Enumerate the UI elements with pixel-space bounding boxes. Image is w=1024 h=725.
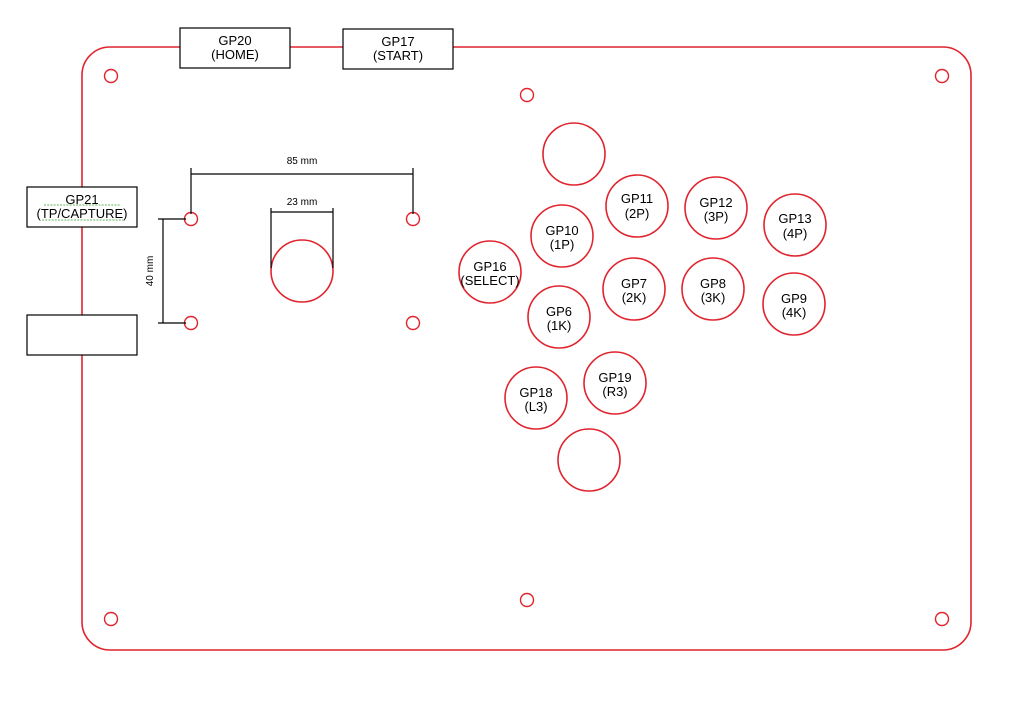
mounting-hole xyxy=(519,87,535,103)
gp16-sub: (SELECT) xyxy=(460,273,519,288)
lever-mount-hole xyxy=(183,315,199,331)
dimension-23mm: 23 mm xyxy=(287,197,318,208)
button-labels: GP11 (2P) GP12 (3P) GP13 (4P) GP10 (1P) … xyxy=(460,191,811,414)
lever-mount-hole xyxy=(405,315,421,331)
home-label-line1: GP20 xyxy=(218,33,251,48)
lever-hole xyxy=(270,239,334,303)
dimension-85mm: 85 mm xyxy=(287,156,318,167)
lever-mount-hole xyxy=(183,211,199,227)
button-gp19 xyxy=(583,351,647,415)
gp7-sub: (2K) xyxy=(622,290,647,305)
button-gp10 xyxy=(530,204,594,268)
dimension-lines xyxy=(158,168,414,324)
gp13-sub: (4P) xyxy=(783,226,808,241)
gp19-label: GP19 xyxy=(598,370,631,385)
gp10-sub: (1P) xyxy=(550,237,575,252)
gp19-sub: (R3) xyxy=(602,384,627,399)
home-label-line2: (HOME) xyxy=(211,47,259,62)
button-gp13 xyxy=(763,193,827,257)
button-gp6 xyxy=(527,285,591,349)
gp18-sub: (L3) xyxy=(524,399,547,414)
gp6-label: GP6 xyxy=(546,304,572,319)
gp11-label: GP11 xyxy=(621,191,653,206)
gp9-label: GP9 xyxy=(781,291,807,306)
gp11-sub: (2P) xyxy=(625,206,650,221)
home-box xyxy=(179,27,291,69)
button-gp18 xyxy=(504,366,568,430)
button-gp8 xyxy=(681,257,745,321)
button-gp11 xyxy=(605,174,669,238)
mounting-hole xyxy=(934,611,950,627)
side-label-boxes xyxy=(26,27,454,356)
gp13-label: GP13 xyxy=(778,211,811,226)
gp18-label: GP18 xyxy=(519,385,552,400)
mounting-hole xyxy=(934,68,950,84)
gp12-sub: (3P) xyxy=(704,209,729,224)
button-bottom-blank xyxy=(557,428,621,492)
button-gp16 xyxy=(458,240,522,304)
mounting-hole xyxy=(519,592,535,608)
capture-label-line2: (TP/CAPTURE) xyxy=(37,206,128,221)
gp8-label: GP8 xyxy=(700,276,726,291)
gp9-sub: (4K) xyxy=(782,305,807,320)
button-top-blank xyxy=(542,122,606,186)
button-gp12 xyxy=(684,176,748,240)
lever-mount-hole xyxy=(405,211,421,227)
gp8-sub: (3K) xyxy=(701,290,726,305)
button-gp9 xyxy=(762,272,826,336)
start-box xyxy=(342,28,454,70)
board-outline xyxy=(81,46,972,651)
gp16-label: GP16 xyxy=(473,259,506,274)
mounting-hole xyxy=(103,68,119,84)
dimension-40mm: 40 mm xyxy=(145,256,156,287)
gp7-label: GP7 xyxy=(621,276,647,291)
start-label-line2: (START) xyxy=(373,48,423,63)
button-gp7 xyxy=(602,257,666,321)
blank-box xyxy=(26,314,138,356)
gp6-sub: (1K) xyxy=(547,318,572,333)
mounting-hole xyxy=(103,611,119,627)
action-buttons xyxy=(458,122,827,492)
gp12-label: GP12 xyxy=(699,195,732,210)
mounting-holes xyxy=(103,68,950,627)
capture-label-line1: GP21 xyxy=(65,192,98,207)
gp10-label: GP10 xyxy=(545,223,578,238)
start-label-line1: GP17 xyxy=(381,34,414,49)
